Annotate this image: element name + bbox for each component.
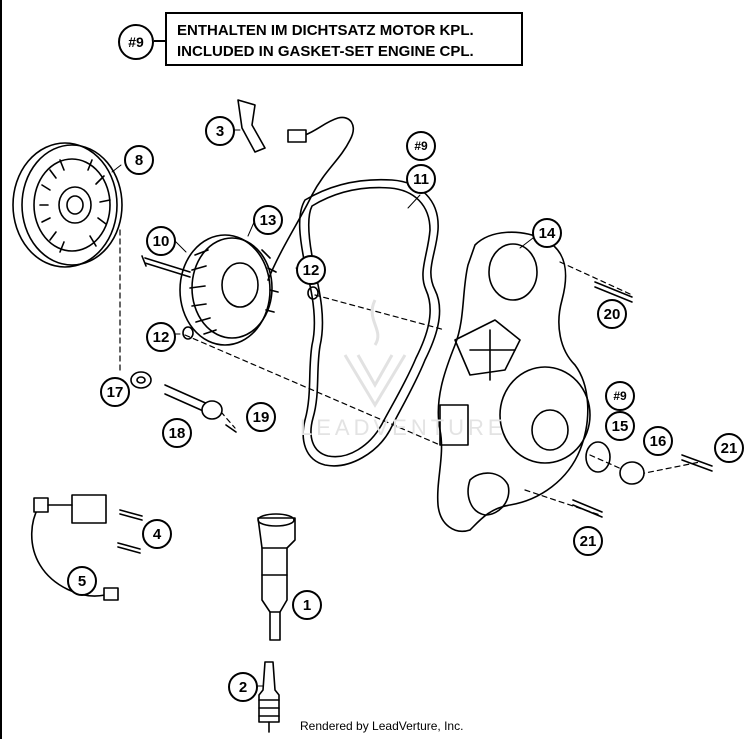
watermark-text: LEADVENTURE [300, 415, 507, 440]
callout-18[interactable]: 18 [162, 418, 192, 448]
cable-clamp-part [237, 99, 266, 153]
nut-part [307, 286, 319, 300]
leader-line [173, 239, 187, 253]
callout-10[interactable]: 10 [146, 226, 176, 256]
callout-12-upper[interactable]: 12 [296, 255, 326, 285]
bolt-part [141, 255, 191, 278]
callout-20[interactable]: 20 [597, 299, 627, 329]
legend-connector [154, 40, 166, 42]
watermark-logo [343, 299, 407, 408]
callout-15[interactable]: 15 [605, 411, 635, 441]
stator-part [179, 234, 279, 346]
cable-connector [287, 129, 307, 143]
callout-11[interactable]: 11 [406, 164, 436, 194]
bolt-part [572, 499, 603, 518]
callout-21-right[interactable]: 21 [714, 433, 744, 463]
assembly-line [184, 334, 441, 446]
callout-8[interactable]: 8 [124, 145, 154, 175]
bolt-part [117, 542, 141, 554]
callout-19[interactable]: 19 [246, 402, 276, 432]
assembly-line [559, 261, 631, 295]
callout-4[interactable]: 4 [142, 519, 172, 549]
assembly-line [314, 294, 446, 331]
nut-part [182, 326, 194, 340]
callout-2[interactable]: 2 [228, 672, 258, 702]
callout-3[interactable]: 3 [205, 116, 235, 146]
washer-part [130, 371, 152, 389]
callout-1[interactable]: 1 [292, 590, 322, 620]
bolt-part [594, 281, 633, 303]
pickup-sensor-part [30, 494, 119, 601]
callout-21-lower[interactable]: 21 [573, 526, 603, 556]
plug-part [619, 461, 645, 485]
callout-16[interactable]: 16 [643, 426, 673, 456]
bolt-part [681, 454, 713, 472]
callout-5[interactable]: 5 [67, 566, 97, 596]
legend-line-english: INCLUDED IN GASKET-SET ENGINE CPL. [177, 43, 474, 60]
flywheel-part [12, 142, 123, 268]
legend-box: ENTHALTEN IM DICHTSATZ MOTOR KPL. INCLUD… [165, 12, 523, 66]
leader-line [111, 164, 122, 173]
callout-9-oring[interactable]: #9 [605, 381, 635, 411]
gasket-part [298, 178, 441, 467]
stator-cable [267, 116, 354, 281]
callout-14[interactable]: 14 [532, 218, 562, 248]
leader-line [407, 194, 421, 209]
ignition-coil-part [257, 513, 296, 641]
o-ring-part [585, 441, 611, 473]
footer-credit: Rendered by LeadVerture, Inc. [300, 719, 464, 733]
legend-reference-badge: #9 [118, 24, 154, 60]
callout-9-gasket[interactable]: #9 [406, 131, 436, 161]
callout-13[interactable]: 13 [253, 205, 283, 235]
legend-line-german: ENTHALTEN IM DICHTSATZ MOTOR KPL. [177, 22, 474, 39]
callout-17[interactable]: 17 [100, 377, 130, 407]
leader-line [519, 237, 534, 249]
ignition-cover-part [436, 231, 591, 532]
callout-12-lower[interactable]: 12 [146, 322, 176, 352]
spark-plug-part [258, 661, 280, 733]
bolt-part [119, 509, 143, 521]
assembly-line [589, 454, 701, 476]
